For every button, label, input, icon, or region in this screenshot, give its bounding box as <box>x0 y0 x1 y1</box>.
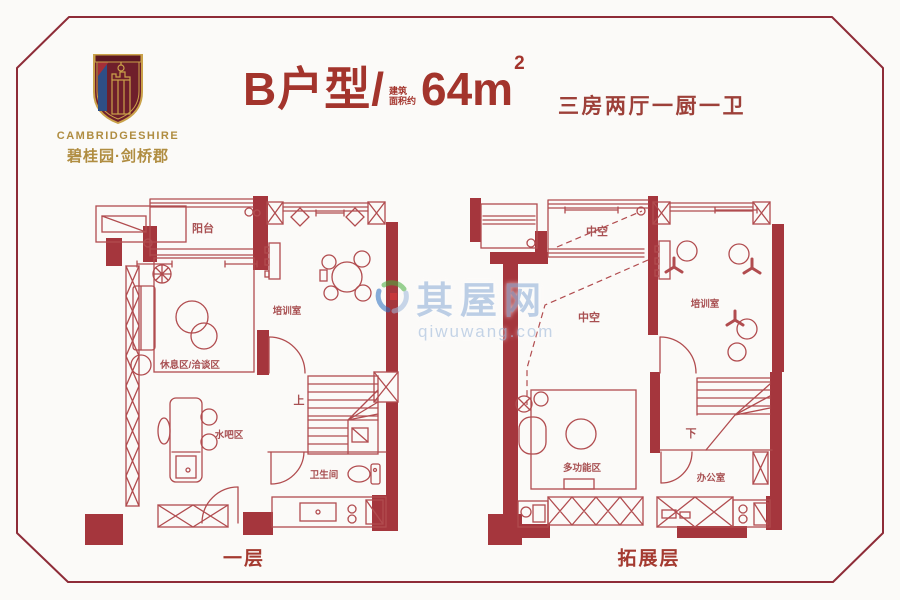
plan-left-top-columns <box>266 201 386 227</box>
brand-crest-icon <box>93 54 143 125</box>
brand-name-en: CAMBRIDGESHIRE <box>56 130 180 142</box>
plan-left <box>85 196 399 545</box>
area-note-line2: 面积约 <box>389 96 417 106</box>
office-room <box>656 451 771 528</box>
brand-block: CAMBRIDGESHIRE 碧桂园·剑桥郡 <box>50 52 186 166</box>
unit-type-label: B户型/ <box>243 63 385 115</box>
room-label-water-bar: 水吧区 <box>214 430 244 441</box>
plan-right <box>470 196 784 545</box>
stairs-left <box>307 375 379 455</box>
watermark-site-domain: qiwuwang.com <box>418 322 555 341</box>
ac-platform-right <box>480 203 538 249</box>
watermark: 其屋网 qiwuwang.com <box>374 270 584 342</box>
brand-name-cn: 碧桂园·剑桥郡 <box>67 148 169 165</box>
room-label-multi-function: 多功能区 <box>562 463 602 474</box>
chair-symbols <box>664 256 762 327</box>
water-bar-island <box>157 397 218 483</box>
caption-floor-left: 一层 <box>222 548 266 570</box>
room-label-void-top: 中空 <box>586 226 608 238</box>
multi-function-room <box>515 389 644 528</box>
void-dashed-lines <box>526 210 649 405</box>
stairs-up-label: 上 <box>293 395 305 407</box>
watermark-site-name: 其屋网 <box>416 280 548 321</box>
ac-platform <box>95 205 187 248</box>
room-label-office: 办公室 <box>696 473 726 484</box>
balcony-windows <box>149 198 261 257</box>
room-label-training-right: 培训室 <box>690 299 720 310</box>
void-top-windows <box>547 199 649 258</box>
lounge-furniture <box>130 257 258 376</box>
room-label-lounge: 休息区/洽谈区 <box>160 360 220 371</box>
page-title: B户型/ 建筑 面积约 64m2 <box>243 52 525 115</box>
stairs-right <box>659 377 773 451</box>
area-note: 建筑 面积约 <box>389 86 416 106</box>
area-value: 64m2 <box>421 52 525 115</box>
plan-left-bottom <box>157 486 387 528</box>
area-note-line1: 建筑 <box>389 86 408 96</box>
watermark-logo-icon <box>375 280 409 314</box>
plan-right-top-columns <box>652 201 771 225</box>
training-room-right <box>654 240 762 374</box>
training-room-left <box>264 242 372 374</box>
room-label-void-mid: 中空 <box>578 312 600 324</box>
bathroom <box>267 451 387 485</box>
caption-floor-right: 拓展层 <box>617 548 681 570</box>
room-label-training-left: 培训室 <box>272 306 302 317</box>
room-label-bathroom: 卫生间 <box>309 470 339 481</box>
room-label-balcony: 阳台 <box>192 223 214 235</box>
stairs-down-label: 下 <box>685 428 697 440</box>
plan-right-walls <box>470 196 784 545</box>
area-superscript: 2 <box>514 52 525 74</box>
layout-description: 三房两厅一厨一卫 <box>558 95 746 118</box>
